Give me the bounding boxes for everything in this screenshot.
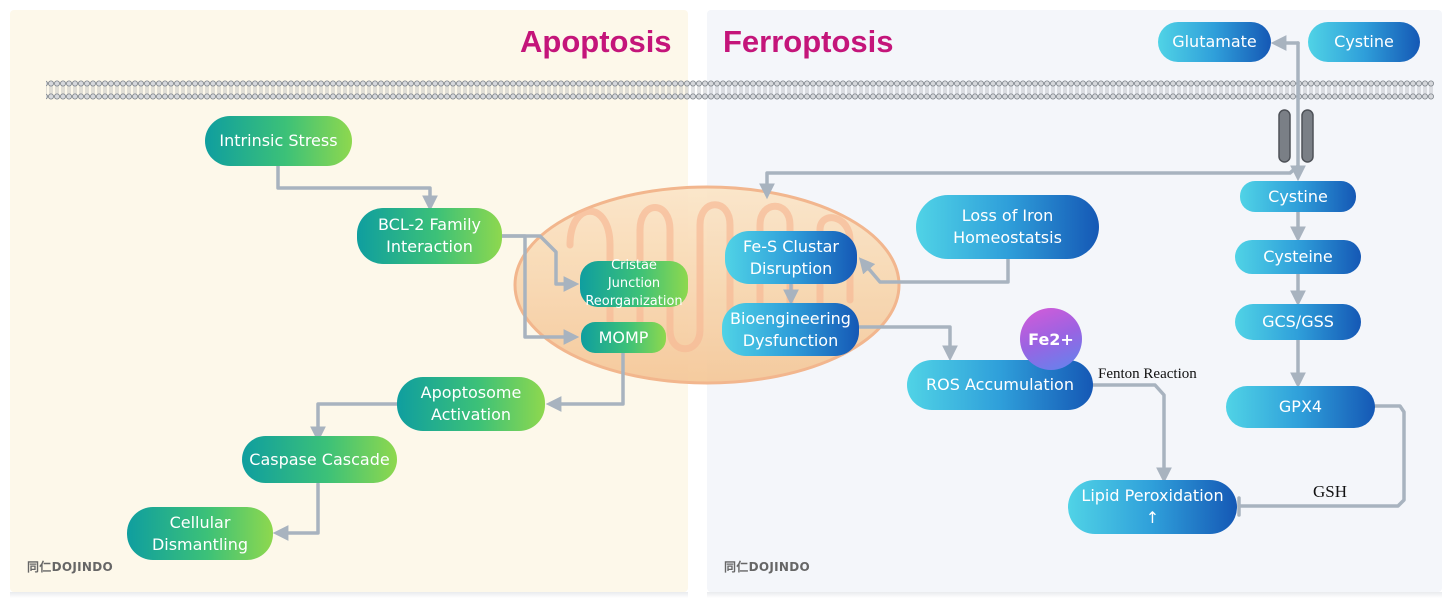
node-cystine: Cystine — [1240, 181, 1356, 212]
node-momp: MOMP — [581, 322, 666, 353]
panel-shadow-right — [707, 592, 1442, 598]
cell-membrane — [46, 80, 1434, 100]
node-intrinsic-stress: Intrinsic Stress — [205, 116, 352, 166]
node-cysteine: Cysteine — [1235, 240, 1361, 274]
node-bioengineering-dysfunction: Bioengineering Dysfunction — [722, 303, 859, 356]
panel-shadow-left — [10, 592, 688, 598]
node-glutamate: Glutamate — [1158, 22, 1271, 62]
node-bcl2-family: BCL-2 Family Interaction — [357, 208, 502, 264]
node-cristae-junction: Cristae Junction Reorganization — [580, 258, 688, 309]
transporter-right — [1301, 109, 1314, 163]
node-apoptosome-activation: Apoptosome Activation — [397, 377, 545, 431]
node-gcs-gss: GCS/GSS — [1235, 304, 1361, 340]
node-cellular-dismantling: Cellular Dismantling — [127, 507, 273, 560]
dojindo-logo-left: 同仁DOJINDO — [27, 560, 113, 574]
gsh-label: GSH — [1313, 482, 1348, 501]
node-cystine-extracellular: Cystine — [1308, 22, 1420, 62]
node-gpx4: GPX4 — [1226, 386, 1375, 428]
node-lipid-peroxidation: Lipid Peroxidation ↑ — [1068, 480, 1237, 534]
ferroptosis-title: Ferroptosis — [723, 24, 894, 59]
transporter-left — [1278, 109, 1291, 163]
apoptosis-title: Apoptosis — [520, 24, 672, 59]
node-ros-accumulation: ROS Accumulation — [907, 360, 1093, 410]
node-loss-of-iron-homeostasis: Loss of Iron Homeostatsis — [916, 195, 1099, 259]
node-fe-s-cluster-disruption: Fe-S Clustar Disruption — [725, 231, 857, 284]
dojindo-logo-right: 同仁DOJINDO — [724, 560, 810, 574]
fe2-badge: Fe2+ — [1020, 308, 1082, 370]
fenton-reaction-label: Fenton Reaction — [1098, 366, 1197, 382]
node-caspase-cascade: Caspase Cascade — [242, 436, 397, 483]
